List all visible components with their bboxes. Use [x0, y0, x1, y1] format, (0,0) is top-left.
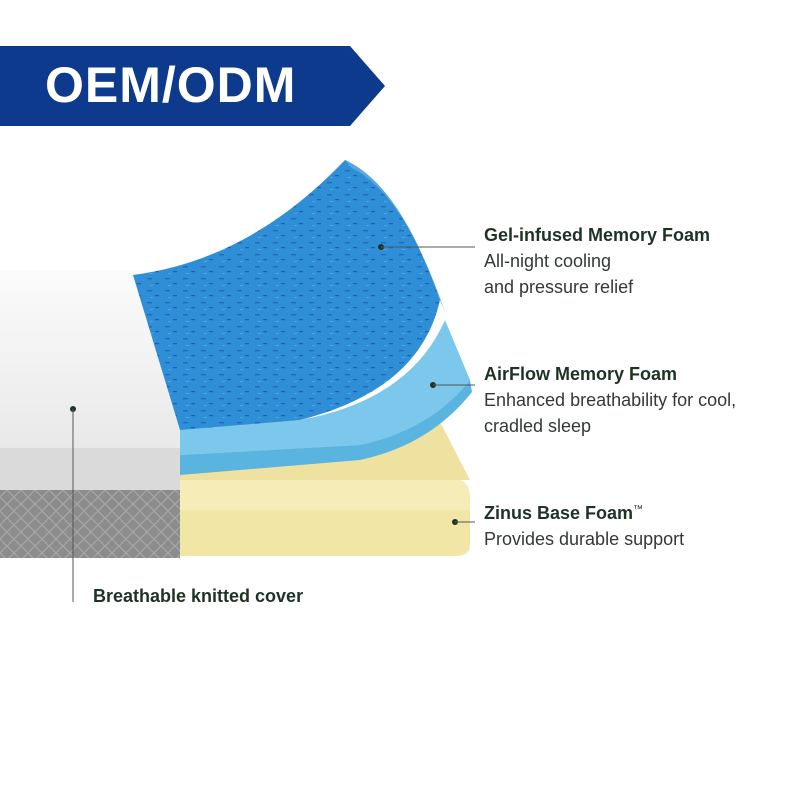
airflow-foam-desc-line1: Enhanced breathability for cool,: [484, 390, 737, 410]
cover-side-white: [0, 448, 180, 490]
banner-arrow-shape: [0, 46, 385, 126]
gel-foam-desc-line2: and pressure relief: [484, 277, 634, 297]
airflow-foam-desc-line2: cradled sleep: [484, 416, 592, 436]
banner-title: OEM/ODM: [45, 57, 297, 113]
callout-gel-foam: Gel-infused Memory Foam All-night coolin…: [484, 222, 710, 300]
cover-knit-band: [0, 490, 180, 558]
cover-label: Breathable knitted cover: [93, 586, 304, 606]
airflow-foam-title: AirFlow Memory Foam: [484, 364, 678, 384]
leader-lines: [70, 244, 475, 602]
base-foam-title-text: Zinus Base Foam: [484, 503, 634, 523]
airflow-foam-shape: [180, 320, 470, 455]
callout-base-foam: Zinus Base Foam™ Provides durable suppor…: [484, 497, 684, 552]
gel-foam-title: Gel-infused Memory Foam: [484, 225, 711, 245]
oem-odm-banner: OEM/ODM: [0, 0, 800, 160]
gel-foam-shape: [133, 160, 440, 430]
base-foam-title: Zinus Base Foam™: [484, 497, 684, 526]
trademark-symbol: ™: [633, 504, 644, 515]
callout-airflow-foam: AirFlow Memory Foam Enhanced breathabili…: [484, 361, 736, 439]
base-foam-desc-line1: Provides durable support: [484, 529, 685, 549]
gel-foam-desc-line1: All-night cooling: [484, 251, 612, 271]
